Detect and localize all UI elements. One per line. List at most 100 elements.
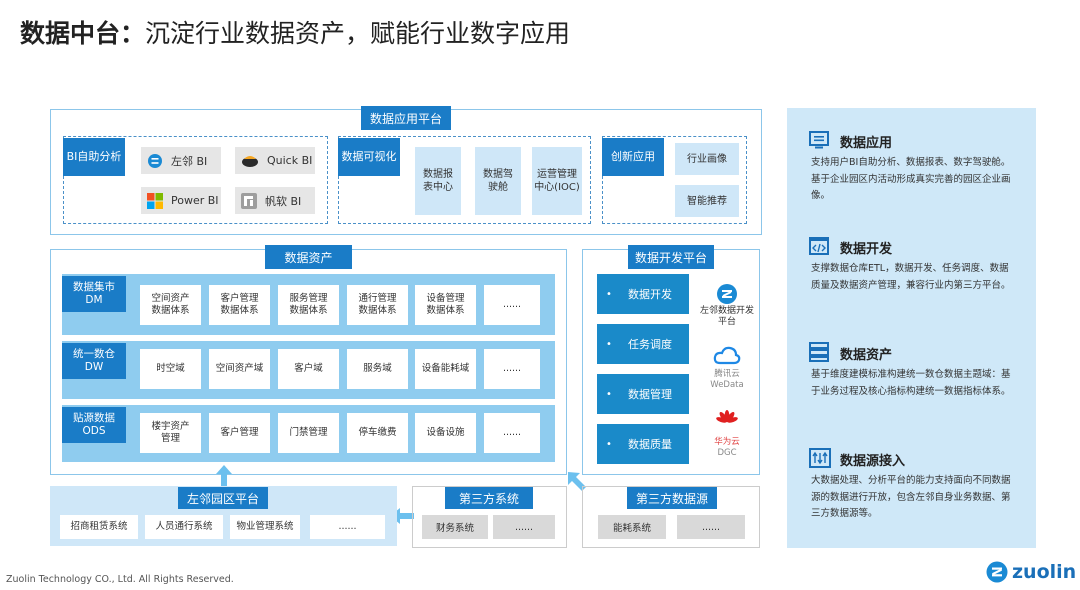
third-sys-finance: 财务系统 — [422, 515, 488, 539]
dev-item-label: 数据质量 — [628, 438, 672, 451]
ioc-box: 运营管理中心(IOC) — [532, 147, 582, 215]
dev-item-develop: • 数据开发 — [597, 274, 689, 314]
dev-item-label: 任务调度 — [628, 338, 672, 351]
zuolin-logo-icon — [715, 282, 739, 306]
third-sys-more: ...... — [493, 515, 555, 539]
dev-item-label: 数据管理 — [628, 388, 672, 401]
title-bold: 数据中台 — [20, 19, 121, 48]
power-bi-button[interactable]: Power BI — [141, 187, 221, 214]
fanruan-bi-label: 帆软 BI — [265, 194, 302, 208]
third-src-header: 第三方数据源 — [627, 487, 717, 509]
asset-cell: 空间资产域 — [209, 349, 270, 389]
asset-cell: 客户管理数据体系 — [209, 285, 270, 325]
fanruan-bi-button[interactable]: 帆软 BI — [235, 187, 315, 214]
fanruan-bi-icon — [241, 192, 257, 209]
tencent-cloud-label: 腾讯云 — [714, 369, 740, 379]
quick-bi-label: Quick BI — [267, 154, 313, 167]
bullet: • — [606, 338, 612, 350]
panel-text-asset: 基于维度建模标准构建统一数仓数据主题域：基于业务过程及核心指标构建统一数据指标体… — [811, 369, 1011, 397]
zuolin-bi-button[interactable]: 左邻 BI — [141, 147, 221, 174]
asset-cell: ...... — [484, 285, 540, 325]
report-center-box: 数据报表中心 — [415, 147, 461, 215]
arrow-diag-icon — [568, 472, 586, 491]
windows-logo-icon — [147, 192, 163, 209]
data-dev-icon — [808, 236, 830, 256]
park-cell-more: ...... — [310, 515, 385, 539]
vis-tag: 数据可视化 — [338, 138, 400, 176]
data-asset-icon — [808, 341, 830, 363]
dev-item-schedule: • 任务调度 — [597, 324, 689, 364]
park-cell-access: 人员通行系统 — [145, 515, 223, 539]
panel-text-dev: 支撑数据仓库ETL，数据开发、任务调度、数据质量及数据资产管理，兼容行业内第三方… — [811, 263, 1011, 291]
huawei-cloud-label: 华为云 — [714, 437, 740, 447]
park-header: 左邻园区平台 — [178, 487, 268, 509]
vis-group — [338, 136, 591, 224]
huawei-dgc-label: DGC — [717, 448, 737, 458]
app-platform-header: 数据应用平台 — [361, 106, 451, 130]
title-colon: ： — [120, 19, 146, 48]
innov-tag: 创新应用 — [602, 138, 664, 176]
tencent-cloud-icon — [713, 346, 741, 366]
description-panel — [787, 108, 1036, 548]
third-src-frame — [582, 486, 760, 548]
huawei-cloud-icon — [713, 410, 741, 432]
zuolin-bi-icon — [147, 153, 163, 169]
panel-text-source: 大数据处理、分析平台的能力支持面向不同数据源的数据进行开放，包含左邻自身业务数据… — [811, 475, 1011, 520]
panel-title-dev: 数据开发 — [840, 242, 893, 257]
cockpit-box: 数据驾驶舱 — [475, 147, 521, 215]
asset-cell: ...... — [484, 349, 540, 389]
zuolin-bi-label: 左邻 BI — [171, 154, 208, 168]
page-title: 数据中台：沉淀行业数据资产，赋能行业数字应用 — [20, 14, 570, 50]
park-cell-leasing: 招商租赁系统 — [60, 515, 138, 539]
asset-cell: 通行管理数据体系 — [347, 285, 408, 325]
asset-cell: ...... — [484, 413, 540, 453]
zuolin-brand-icon — [986, 561, 1008, 583]
panel-title-source: 数据源接入 — [840, 454, 906, 469]
bi-group — [63, 136, 328, 224]
assets-header: 数据资产 — [265, 245, 352, 269]
bullet: • — [606, 438, 612, 450]
asset-cell: 楼宇资产管理 — [140, 413, 201, 453]
industry-profile-box: 行业画像 — [675, 143, 739, 175]
dev-header: 数据开发平台 — [628, 245, 714, 269]
dev-item-label: 数据开发 — [628, 288, 672, 301]
copyright-text: Zuolin Technology CO., Ltd. All Rights R… — [6, 574, 234, 585]
asset-cell: 时空域 — [140, 349, 201, 389]
asset-cell: 服务域 — [347, 349, 408, 389]
third-sys-header: 第三方系统 — [445, 487, 533, 509]
arrow-up-head — [216, 465, 232, 474]
asset-cell: 客户管理 — [209, 413, 270, 453]
bullet: • — [606, 388, 612, 400]
third-sys-frame — [412, 486, 567, 548]
asset-cell: 设备管理数据体系 — [415, 285, 476, 325]
asset-cell: 门禁管理 — [278, 413, 339, 453]
bullet: • — [606, 288, 612, 300]
zuolin-wordmark: zuolin — [1012, 561, 1077, 583]
panel-title-asset: 数据资产 — [840, 348, 893, 363]
data-source-icon — [808, 447, 832, 469]
quick-bi-icon — [241, 154, 259, 168]
data-app-icon — [808, 130, 830, 150]
dev-item-manage: • 数据管理 — [597, 374, 689, 414]
asset-cell: 空间资产数据体系 — [140, 285, 201, 325]
bi-tag: BI自助分析 — [63, 138, 125, 176]
asset-cell: 服务管理数据体系 — [278, 285, 339, 325]
asset-cell: 停车缴费 — [347, 413, 408, 453]
quick-bi-button[interactable]: Quick BI — [235, 147, 315, 174]
park-cell-property: 物业管理系统 — [230, 515, 300, 539]
innov-group — [602, 136, 747, 224]
third-src-energy: 能耗系统 — [598, 515, 666, 539]
arrow-up-shaft — [221, 474, 227, 486]
third-src-more: ...... — [677, 515, 745, 539]
asset-cell: 设备设施 — [415, 413, 476, 453]
panel-title-app: 数据应用 — [840, 136, 893, 151]
dev-item-quality: • 数据质量 — [597, 424, 689, 464]
zuolin-dev-label: 左邻数据开发平台 — [700, 306, 755, 327]
asset-cell: 客户域 — [278, 349, 339, 389]
power-bi-label: Power BI — [171, 194, 219, 207]
panel-text-app: 支持用户BI自助分析、数据报表、数字驾驶舱。基于企业园区内活动形成真实完善的园区… — [811, 157, 1011, 202]
zuolin-logo: zuolin — [986, 561, 1076, 583]
